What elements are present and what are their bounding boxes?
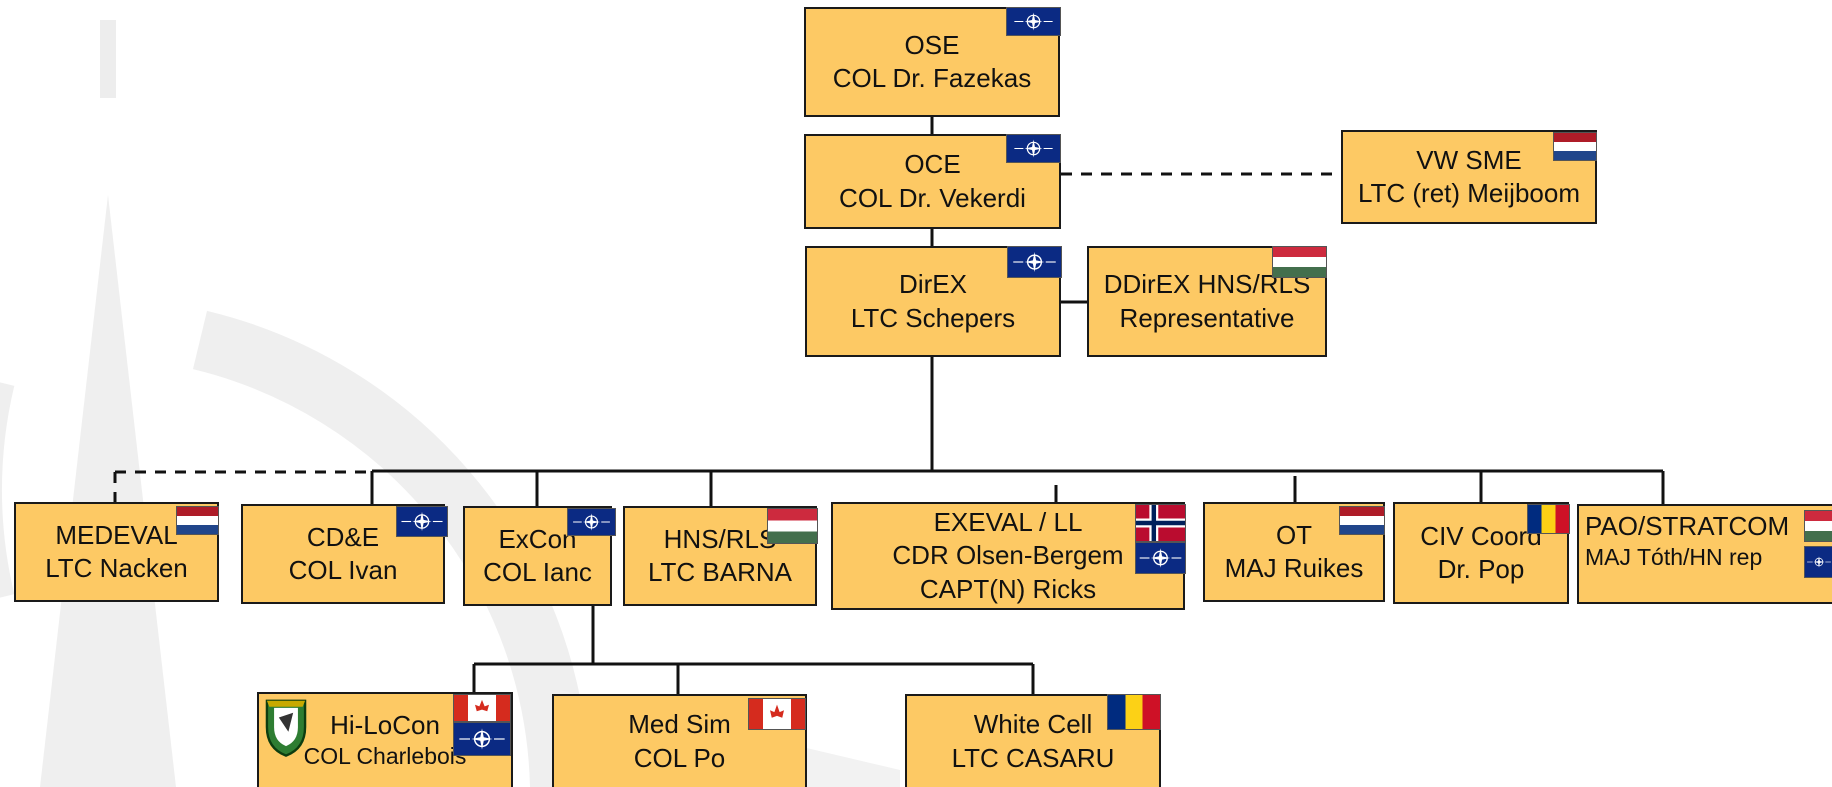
node-pao-name: MAJ Tóth/HN rep [1585,544,1763,571]
node-ose-name: COL Dr. Fazekas [832,63,1032,93]
node-direx-title: DirEX [899,269,967,300]
node-civ: CIV Coord Dr. Pop [1393,502,1570,604]
node-medsim-title: Med Sim [628,709,731,740]
node-hilocon: Hi-LoCon COL Charlebois [257,692,513,787]
node-ose: OSE COL Dr. Fazekas [804,7,1061,117]
nato-flag-icon [396,506,448,537]
node-direx-name: LTC Schepers [850,302,1016,333]
node-ot-name: MAJ Ruikes [1224,553,1364,583]
nato-flag-icon [453,722,511,756]
node-hnsrls-name: LTC BARNA [648,557,792,587]
node-medsim-name: COL Po [633,742,726,773]
node-civ-name: Dr. Pop [1437,554,1525,584]
canada-flag-icon [748,698,806,730]
canada-flag-icon [453,694,511,722]
node-exeval-name-1: CDR Olsen-Bergem [892,540,1124,571]
node-cde-name: COL Ivan [288,555,398,585]
node-oce: OCE COL Dr. Vekerdi [804,134,1061,229]
node-ot-title: OT [1275,519,1313,550]
netherlands-flag-icon [1339,506,1385,535]
nato-flag-icon [1804,546,1832,578]
node-medeval-name: LTC Nacken [45,553,188,583]
node-civ-title: CIV Coord [1420,520,1542,551]
node-vwsme-name: LTC (ret) Meijboom [1357,178,1580,208]
romania-flag-icon [1527,504,1570,534]
node-oce-name: COL Dr. Vekerdi [839,182,1026,213]
node-whitecell-title: White Cell [973,709,1093,740]
node-exeval: EXEVAL / LL CDR Olsen-Bergem CAPT(N) Ric… [831,502,1186,610]
node-vwsme-title: VW SME [1416,144,1522,175]
node-exeval-name-2: CAPT(N) Ricks [919,573,1097,604]
nato-flag-icon [1007,246,1062,278]
node-ddirex-name: Representative [1119,302,1295,333]
norway-flag-icon [1135,504,1186,542]
node-medsim: Med Sim COL Po [552,694,807,787]
node-medeval-title: MEDEVAL [55,519,178,550]
node-exeval-title: EXEVAL / LL [933,507,1083,538]
node-oce-title: OCE [904,149,961,180]
node-whitecell-name: LTC CASARU [951,742,1115,773]
romania-flag-icon [1107,694,1161,730]
node-medeval: MEDEVAL LTC Nacken [14,502,219,602]
node-hnsrls-title: HNS/RLS [663,523,777,554]
node-ot: OT MAJ Ruikes [1203,502,1385,602]
node-direx: DirEX LTC Schepers [805,246,1062,357]
nato-flag-icon [567,508,616,536]
node-excon-title: ExCon [498,523,577,554]
node-cde-title: CD&E [306,521,380,552]
hungary-flag-icon [1272,246,1327,278]
node-vwsme: VW SME LTC (ret) Meijboom [1341,130,1597,224]
nato-flag-icon [1006,7,1061,36]
node-cde: CD&E COL Ivan [241,504,448,604]
node-ddirex: DDirEX HNS/RLS Representative [1087,246,1327,357]
unit-crest-icon [265,699,307,757]
hungary-flag-icon [1804,510,1832,542]
nato-flag-icon [1135,542,1186,574]
node-whitecell: White Cell LTC CASARU [905,694,1161,787]
nato-flag-icon [1006,134,1061,163]
node-hnsrls: HNS/RLS LTC BARNA [623,506,818,606]
node-hilocon-name: COL Charlebois [303,743,467,770]
node-hilocon-title: Hi-LoCon [330,710,440,741]
node-excon-name: COL Ianc [483,557,592,587]
hungary-flag-icon [767,508,818,544]
netherlands-flag-icon [1553,132,1597,161]
node-excon: ExCon COL Ianc [463,506,616,606]
node-pao: PAO/STRATCOM MAJ Tóth/HN rep [1577,504,1832,604]
netherlands-flag-icon [176,506,219,535]
node-pao-title: PAO/STRATCOM [1585,511,1790,541]
node-ose-title: OSE [904,29,960,60]
